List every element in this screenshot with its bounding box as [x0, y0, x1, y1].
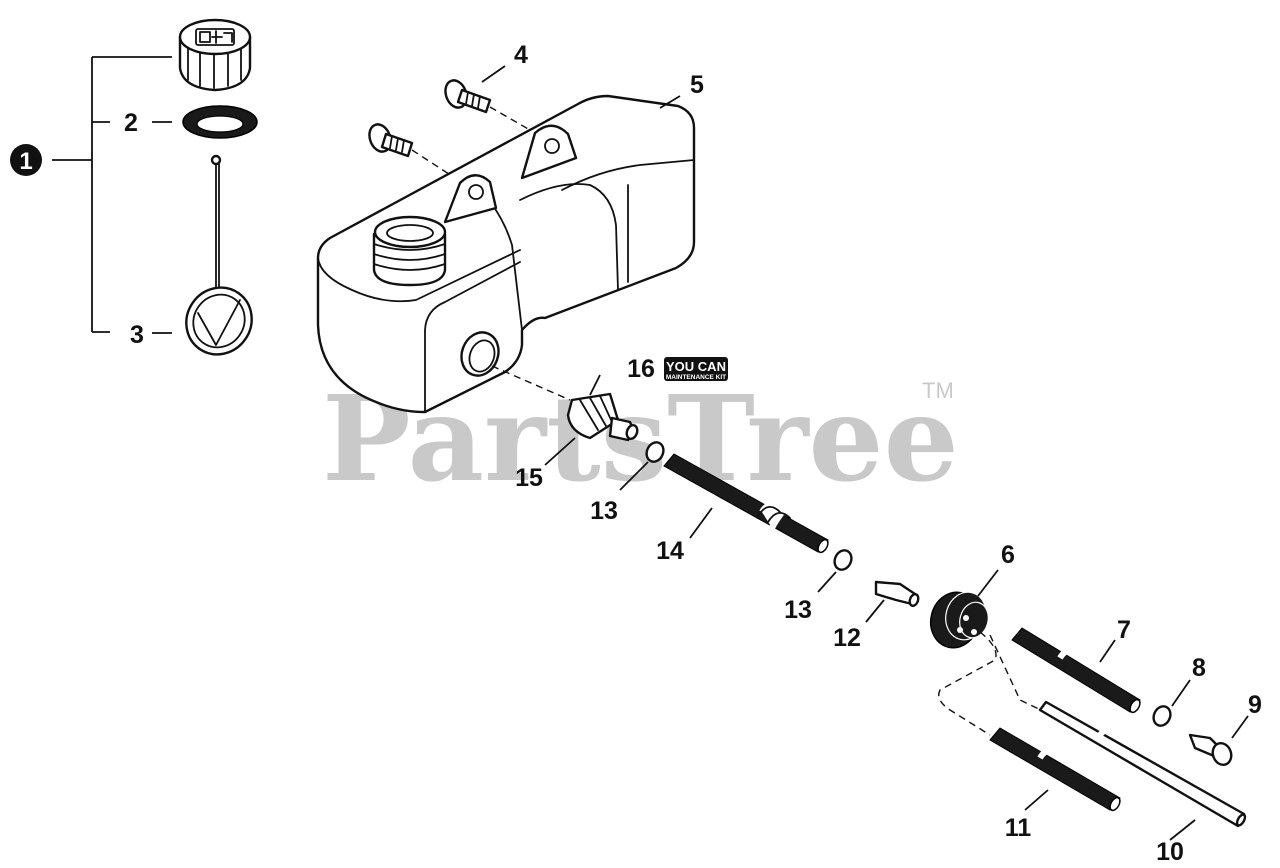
- mounting-screw-lower-part[interactable]: [366, 121, 414, 158]
- maintenance-kit-badge[interactable]: YOU CAN MAINTENANCE KIT: [664, 357, 728, 381]
- callout-11[interactable]: 11: [1005, 814, 1032, 842]
- o-ring-upper-part[interactable]: [644, 440, 667, 465]
- fuel-cap-part[interactable]: [178, 18, 252, 92]
- o-ring-lower-part[interactable]: [832, 548, 855, 573]
- kit-callout-1[interactable]: 1: [10, 144, 42, 176]
- svg-text:MAINTENANCE KIT: MAINTENANCE KIT: [666, 374, 726, 381]
- callout-13-upper[interactable]: 13: [590, 497, 618, 525]
- callout-16[interactable]: 16: [627, 355, 655, 383]
- callout-13-lower[interactable]: 13: [784, 596, 812, 624]
- callout-7[interactable]: 7: [1117, 616, 1131, 644]
- callout-8[interactable]: 8: [1192, 654, 1206, 682]
- callout-9[interactable]: 9: [1248, 691, 1262, 719]
- fuel-hose-part[interactable]: [989, 727, 1122, 812]
- vent-guide-line: [989, 634, 1046, 713]
- outlet-guide-line: [491, 365, 571, 401]
- grommet-part[interactable]: [925, 587, 993, 654]
- svg-text:1: 1: [19, 148, 32, 175]
- fitting-part[interactable]: [874, 580, 920, 608]
- fuel-line-part[interactable]: [663, 453, 830, 554]
- callout-6[interactable]: 6: [1001, 541, 1015, 569]
- vent-part[interactable]: [1188, 733, 1234, 767]
- kit-bracket: [52, 56, 172, 334]
- callout-5[interactable]: 5: [690, 71, 704, 99]
- svg-text:YOU CAN: YOU CAN: [666, 359, 726, 374]
- cap-gasket-part[interactable]: [182, 105, 258, 139]
- callout-14[interactable]: 14: [656, 537, 684, 565]
- callout-2[interactable]: 2: [124, 109, 138, 137]
- callout-15[interactable]: 15: [515, 464, 543, 492]
- callout-3[interactable]: 3: [130, 321, 144, 349]
- trademark-mark: TM: [922, 378, 954, 403]
- fuel-tank-part[interactable]: [316, 94, 696, 414]
- return-line-part[interactable]: [1011, 627, 1142, 714]
- callout-10[interactable]: 10: [1156, 838, 1184, 866]
- mounting-screw-upper-part[interactable]: [442, 77, 492, 114]
- callout-leaders: [481, 65, 1249, 841]
- callout-4[interactable]: 4: [514, 41, 528, 69]
- callout-12[interactable]: 12: [833, 624, 861, 652]
- grommet-guide-lines: [938, 631, 997, 736]
- vent-tube-part[interactable]: [1038, 700, 1247, 828]
- return-o-ring-part[interactable]: [1151, 704, 1174, 729]
- fuel-filter-part[interactable]: [566, 392, 639, 442]
- fuel-strainer-part[interactable]: [173, 154, 264, 367]
